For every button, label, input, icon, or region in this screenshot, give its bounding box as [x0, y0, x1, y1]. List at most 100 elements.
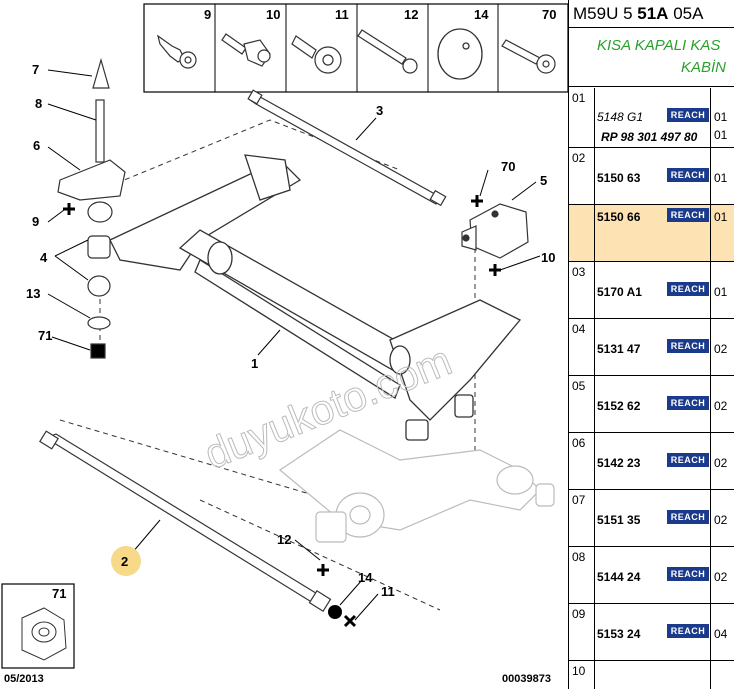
part-number: 5142 23 — [597, 456, 641, 470]
part-number: 5170 A1 — [597, 285, 642, 299]
callout-71: 71 — [38, 328, 52, 343]
bolt-70-icon — [501, 39, 556, 74]
row-qty: 02 — [714, 570, 728, 584]
row-index: 02 — [572, 151, 586, 165]
swing-arm-icon — [278, 429, 555, 543]
top-part-70: 70 — [542, 7, 556, 22]
callout-6: 6 — [33, 138, 40, 153]
axle-beam-icon — [109, 154, 522, 441]
left-part-stack — [57, 57, 126, 359]
model-header: M59U 5 51A 05A — [569, 0, 734, 28]
callout-2: 2 — [121, 554, 128, 569]
reach-badge: REACH — [667, 510, 709, 524]
part-number: 5150 66 — [597, 210, 641, 224]
row-index: 06 — [572, 436, 586, 450]
part-number: 5148 G1 — [597, 110, 644, 124]
callout-14: 14 — [358, 570, 373, 585]
date-label: 05/2013 — [4, 673, 44, 685]
row-qty: 02 — [714, 513, 728, 527]
callout-4: 4 — [40, 250, 48, 265]
row-qty: 02 — [714, 456, 728, 470]
reach-badge: REACH — [667, 396, 709, 410]
reach-badge: REACH — [667, 339, 709, 353]
parts-row[interactable]: 10 — [569, 661, 734, 689]
part-number: 5152 62 — [597, 399, 641, 413]
top-part-9: 9 — [204, 7, 211, 22]
top-parts-strip: 9 10 11 12 14 70 — [143, 3, 568, 93]
row-qty: 04 — [714, 627, 728, 641]
bolt-11-icon — [291, 35, 342, 74]
parts-row[interactable]: 06 5142 23 REACH 02 — [569, 433, 734, 490]
callout-8: 8 — [35, 96, 42, 111]
model-code: M59U 5 — [573, 4, 633, 23]
cone-7-icon — [92, 57, 110, 89]
rod-3-icon — [247, 89, 447, 207]
row-qty: 01 — [714, 110, 728, 124]
bolt-10-icon — [221, 33, 271, 67]
row-index: 04 — [572, 322, 586, 336]
doc-number: 00039873 — [502, 673, 551, 685]
exploded-parts-diagram: 9 10 11 12 14 70 — [1, 3, 568, 685]
row-qty: 02 — [714, 399, 728, 413]
reach-badge: REACH — [667, 208, 709, 222]
bolt-12-icon — [357, 29, 418, 74]
parts-row[interactable]: 07 5151 35 REACH 02 — [569, 490, 734, 547]
inset-nut-71: 71 — [1, 583, 75, 669]
parts-row[interactable]: 09 5153 24 REACH 04 — [569, 604, 734, 661]
callout-70: 70 — [501, 159, 515, 174]
row-qty: 02 — [714, 342, 728, 356]
model-code-bold: 51A — [637, 4, 669, 23]
row-index: 07 — [572, 493, 586, 507]
variant-subtitle: KISA KAPALI KAS KABİN — [569, 29, 734, 87]
parts-row[interactable]: 01 5148 G1 REACH 01 RP 98 301 497 80 01 — [569, 88, 734, 148]
row-index: 01 — [572, 91, 586, 105]
parts-row[interactable]: 02 5150 63 REACH 01 — [569, 148, 734, 205]
washer-14-icon — [437, 28, 483, 80]
callout-3: 3 — [376, 103, 383, 118]
subtitle-line1: KISA KAPALI KAS — [597, 37, 721, 54]
row-index: 08 — [572, 550, 586, 564]
reach-badge: REACH — [667, 108, 709, 122]
row-index: 05 — [572, 379, 586, 393]
callout-10: 10 — [541, 250, 555, 265]
bolt-9-icon — [157, 34, 197, 69]
part-number: 5144 24 — [597, 570, 641, 584]
reach-badge: REACH — [667, 567, 709, 581]
top-part-12: 12 — [404, 7, 418, 22]
row-qty: 01 — [714, 285, 728, 299]
part-number: 5150 63 — [597, 171, 641, 185]
subtitle-line2: KABİN — [681, 59, 727, 76]
callout-9: 9 — [32, 214, 39, 229]
reach-badge: REACH — [667, 168, 709, 182]
reach-badge: REACH — [667, 624, 709, 638]
parts-list-panel: M59U 5 51A 05A KISA KAPALI KAS KABİN 01 … — [568, 0, 734, 689]
rp-reference: RP 98 301 497 80 — [601, 130, 698, 144]
row-qty: 01 — [714, 210, 728, 224]
model-code-tail: 05A — [673, 4, 704, 23]
parts-row[interactable]: 05 5152 62 REACH 02 — [569, 376, 734, 433]
callout-5: 5 — [540, 173, 547, 188]
top-part-10: 10 — [266, 7, 280, 22]
nut-71-icon — [90, 343, 106, 359]
parts-row[interactable]: 04 5131 47 REACH 02 — [569, 319, 734, 376]
callout-13: 13 — [26, 286, 40, 301]
plate-6-icon — [57, 159, 126, 201]
markers — [63, 195, 501, 628]
callout-11: 11 — [381, 584, 395, 599]
callout-12: 12 — [277, 532, 291, 547]
reach-badge: REACH — [667, 282, 709, 296]
top-part-11: 11 — [335, 7, 349, 22]
parts-row[interactable]: 03 5170 A1 REACH 01 — [569, 262, 734, 319]
parts-row[interactable]: 08 5144 24 REACH 02 — [569, 547, 734, 604]
top-part-14: 14 — [474, 7, 489, 22]
callout-leaders — [47, 69, 541, 621]
parts-row-highlighted[interactable]: 5150 66 REACH 01 — [569, 205, 734, 262]
part-number: 5151 35 — [597, 513, 641, 527]
row-qty: 01 — [714, 171, 728, 185]
inset-label: 71 — [52, 586, 66, 601]
row-index: 10 — [572, 664, 586, 678]
row-index: 09 — [572, 607, 586, 621]
stud-8-icon — [95, 99, 105, 163]
callout-labels: 7 8 6 9 4 13 71 3 70 5 10 1 2 12 14 11 — [26, 62, 555, 599]
part-number: 5131 47 — [597, 342, 641, 356]
